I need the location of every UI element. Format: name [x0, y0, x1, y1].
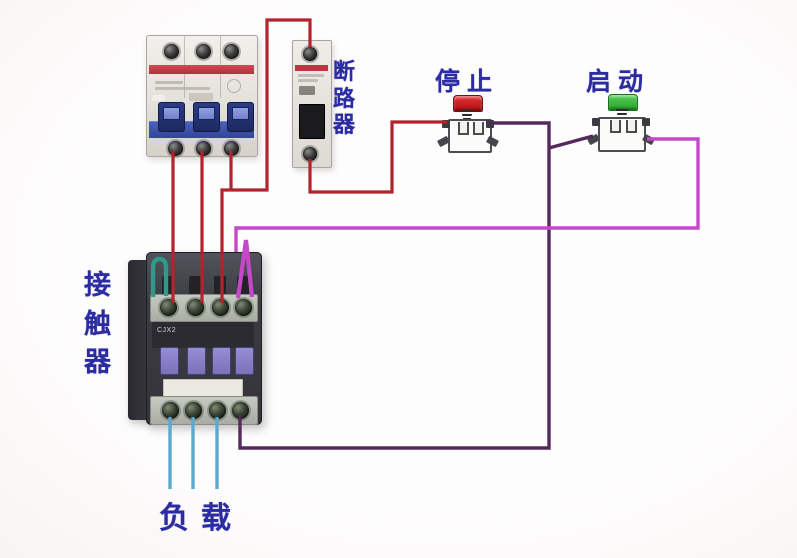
- mcb-spec-text: [189, 93, 213, 101]
- stop-button-right-terminal: [486, 120, 494, 128]
- stop-pushbutton: [436, 92, 499, 156]
- contactor-label: 接触器: [84, 270, 111, 377]
- stop-button-spring: [460, 110, 474, 120]
- start-label: 启动: [586, 68, 651, 96]
- start-button-body: [598, 117, 646, 152]
- load-wires: [168, 417, 219, 489]
- stop-button-contact-post: [458, 122, 469, 135]
- mcb-toggle-window: [163, 107, 180, 120]
- contactor-top-terminal-4: [235, 299, 252, 316]
- start-button-right-terminal: [642, 118, 650, 126]
- mcb-toggle-3: [227, 102, 254, 132]
- control-wire-stop-to-start-and-aux: [238, 121, 594, 450]
- contactor-label-panel: CJX2: [152, 322, 254, 348]
- mcb-logo: [152, 95, 165, 101]
- mcb-top-terminal-3: [224, 44, 239, 59]
- contactor-indicator-window: [160, 347, 179, 375]
- mcb-toggle-2: [193, 102, 220, 132]
- load-label: 负载: [159, 502, 243, 535]
- breaker-rating-mark: [299, 86, 315, 95]
- mcb-bottom-terminal-1: [168, 141, 183, 156]
- contactor-indicator-window: [235, 347, 254, 375]
- mcb-toggle-window: [232, 107, 249, 120]
- breaker-label: 断路器: [333, 59, 356, 137]
- mcb-top-terminal-1: [164, 44, 179, 59]
- breaker-brand-band: [295, 65, 328, 71]
- contactor-top-terminal-1: [160, 299, 177, 316]
- mcb-top-terminal-2: [196, 44, 211, 59]
- three-pole-mcb: [146, 35, 258, 157]
- contactor-bottom-terminal-2: [185, 402, 202, 419]
- mcb-spec-text: [155, 81, 183, 84]
- contactor-bottom-terminal-1: [162, 402, 179, 419]
- start-button-spring: [615, 109, 629, 119]
- contactor-bottom-terminal-3: [209, 402, 226, 419]
- breaker-bottom-terminal: [303, 147, 317, 161]
- mcb-toggle-1: [158, 102, 185, 132]
- stop-label: 停止: [435, 68, 500, 96]
- start-button-contact-post: [626, 120, 637, 133]
- breaker-spec-text: [298, 74, 324, 77]
- single-pole-breaker: [292, 40, 332, 168]
- contactor-top-terminal-3: [212, 299, 229, 316]
- contactor-top-terminal-strip: [150, 294, 258, 322]
- contactor-indicator-window: [212, 347, 231, 375]
- mcb-brand-band: [149, 65, 254, 101]
- contactor-indicator-window: [187, 347, 206, 375]
- contactor-top-terminal-2: [187, 299, 204, 316]
- contactor: CJX2: [128, 252, 268, 427]
- breaker-toggle-window: [299, 104, 325, 139]
- start-button-contact-post: [610, 120, 621, 133]
- mcb-toggle-window: [198, 107, 215, 120]
- contactor-bottom-terminal-4: [232, 402, 249, 419]
- mcb-spec-text: [155, 87, 210, 90]
- contactor-model-text: CJX2: [157, 327, 177, 334]
- contactor-bottom-terminal-strip: [150, 396, 258, 425]
- breaker-top-terminal: [303, 47, 317, 61]
- mcb-bottom-terminal-3: [224, 141, 239, 156]
- stop-button-left-terminal: [442, 120, 450, 128]
- mcb-bottom-terminal-2: [196, 141, 211, 156]
- start-pushbutton: [587, 91, 655, 155]
- start-button-left-terminal: [592, 118, 600, 126]
- breaker-spec-text: [298, 79, 318, 82]
- mcb-cert-mark: [227, 79, 241, 93]
- stop-button-contact-post: [473, 122, 484, 135]
- contactor-wire-lug: [189, 276, 201, 298]
